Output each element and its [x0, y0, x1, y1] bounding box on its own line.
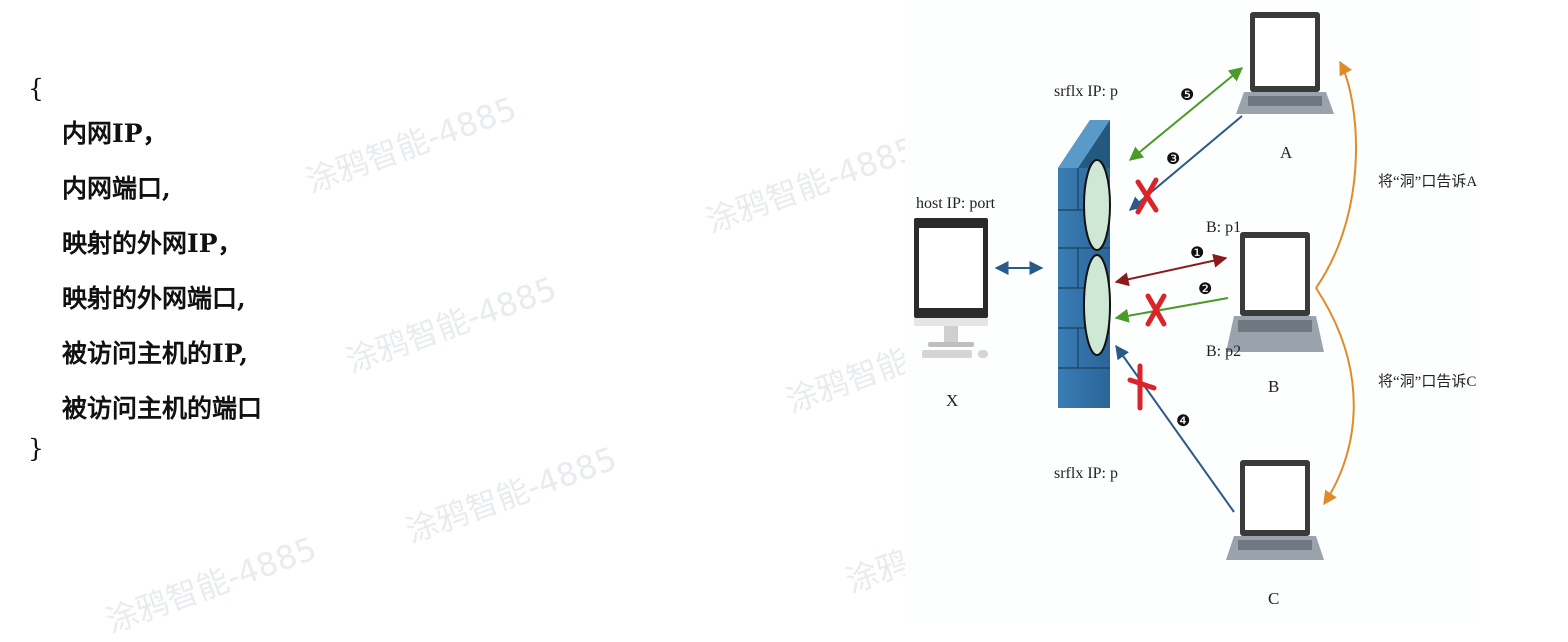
- watermark: 涂鸦智能-4885: [700, 129, 922, 241]
- host-label: host IP: port: [916, 195, 996, 212]
- laptop-c-label: C: [1268, 589, 1279, 608]
- code-line: 内网端口,: [62, 174, 171, 203]
- step-4-marker: ❹: [1176, 413, 1190, 430]
- code-line: 映射的外网IP，: [62, 229, 243, 258]
- host-name: X: [946, 391, 958, 410]
- nat-hole-bottom: [1083, 254, 1111, 356]
- blocked-cross: [1127, 363, 1157, 411]
- arrow-step4: [1115, 344, 1235, 513]
- nat-hole-top: [1083, 159, 1111, 251]
- nat-diagram: srflx IP: p srflx IP: p host IP: port X …: [905, 0, 1480, 622]
- open-brace: {: [28, 74, 44, 103]
- watermark: 涂鸦智能-4885: [300, 89, 522, 201]
- blocked-cross: [1145, 293, 1167, 327]
- code-line: 被访问主机的端口: [62, 394, 263, 423]
- watermark: 涂鸦智能-4885: [400, 439, 622, 551]
- tell-c-label: 将“洞”口告诉C: [1378, 373, 1476, 390]
- step-1-marker: ❶: [1190, 245, 1204, 262]
- laptop-a-label: A: [1280, 143, 1293, 162]
- laptop-b-label: B: [1268, 377, 1279, 396]
- desktop-x: [914, 218, 988, 358]
- watermark: 涂鸦智能-4885: [340, 269, 562, 381]
- arrow-step2: [1114, 297, 1229, 323]
- b-port2-label: B: p2: [1206, 343, 1241, 360]
- step-3-marker: ❸: [1166, 151, 1180, 168]
- step-2-marker: ❷: [1198, 281, 1212, 298]
- nat-diagram-svg: srflx IP: p srflx IP: p host IP: port X …: [914, 12, 1477, 608]
- blocked-cross: [1135, 177, 1159, 215]
- step-5-marker: ❺: [1180, 87, 1194, 104]
- firewall: [1058, 120, 1111, 408]
- code-line: 映射的外网端口,: [62, 284, 246, 313]
- srflx-bottom-label: srflx IP: p: [1054, 465, 1118, 482]
- laptop-a: [1236, 12, 1334, 114]
- code-line: 被访问主机的IP,: [62, 339, 248, 368]
- srflx-top-label: srflx IP: p: [1054, 83, 1118, 100]
- laptop-c: [1226, 460, 1324, 560]
- laptop-b: [1226, 232, 1324, 352]
- arrow-tell-c: [1315, 287, 1355, 506]
- arrow-step1: [1114, 253, 1228, 287]
- tell-a-label: 将“洞”口告诉A: [1378, 173, 1477, 190]
- code-block: { 内网IP， 内网端口, 映射的外网IP， 映射的外网端口, 被访问主机的IP…: [28, 74, 262, 463]
- b-port1-label: B: p1: [1206, 219, 1241, 236]
- watermark: 涂鸦智能-4885: [100, 529, 322, 641]
- arrow-tell-a: [1315, 60, 1357, 289]
- close-brace: }: [28, 434, 44, 463]
- code-line: 内网IP，: [62, 119, 168, 148]
- arrow-step5: [1128, 67, 1244, 161]
